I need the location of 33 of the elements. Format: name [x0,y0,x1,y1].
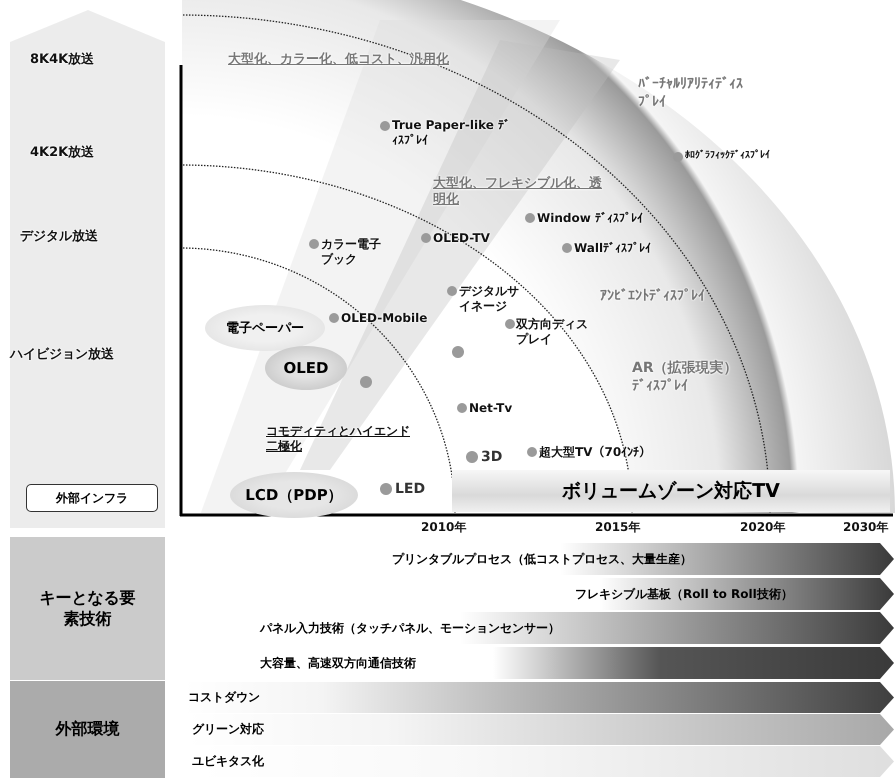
year-label: 2015年 [595,520,640,535]
trend-label: 大型化、カラー化、低コスト、汎用化 [228,52,449,68]
item-label: 双方向ディスプレイ [516,317,589,347]
ellipse-node: OLED [265,346,347,390]
item-label: OLED-Mobile [341,311,428,326]
item-label: ﾎﾛｸﾞﾗﾌｨｯｸﾃﾞｨｽﾌﾟﾚｲ [685,150,770,162]
concept-label: AR（拡張現実）ﾃﾞｨｽﾌﾟﾚｲ [632,360,739,395]
concept-label: ｱﾝﾋﾞｴﾝﾄﾃﾞｨｽﾌﾟﾚｲ [600,288,705,306]
ellipse-node: LCD（PDP） [230,472,358,518]
ellipse-node: 電子ペーパー [205,305,325,351]
trend-label: 大型化、フレキシブル化、透明化 [433,176,603,208]
item-label: カラー電子ブック [321,237,381,267]
item-label: 3D [481,449,502,466]
category-panel: キーとなる要素技術 [10,537,165,680]
year-label: 2020年 [740,520,786,535]
axis-label: デジタル放送 [20,229,98,246]
rounded-box: 外部インフラ [26,484,158,512]
item-label: デジタルサイネージ [459,284,519,314]
axis-label: ハイビジョン放送 [10,347,114,364]
category-panel: 外部環境 [10,681,165,778]
trend-label: コモディティとハイエンド二極化 [266,424,411,454]
axis-label: 4K2K放送 [30,145,94,162]
item-label: 超大型TV（70ｲﾝﾁ） [539,445,652,460]
year-label: 2010年 [421,520,466,535]
banner-bar: ボリュームゾーン対応TV [452,470,890,512]
item-label: True Paper-like ﾃﾞｨｽﾌﾟﾚｲ [392,118,512,148]
item-label: Wallﾃﾞｨｽﾌﾟﾚｲ [574,241,652,256]
item-label: Window ﾃﾞｨｽﾌﾟﾚｲ [537,211,643,226]
item-label: LED [395,481,426,498]
axis-label: 8K4K放送 [30,52,94,68]
concept-label: ﾊﾞｰﾁｬﾙﾘｱﾘﾃｨﾃﾞｨｽﾌﾟﾚｲ [638,76,744,111]
item-label: Net-Tv [469,401,512,416]
year-label: 2030年 [843,520,888,535]
